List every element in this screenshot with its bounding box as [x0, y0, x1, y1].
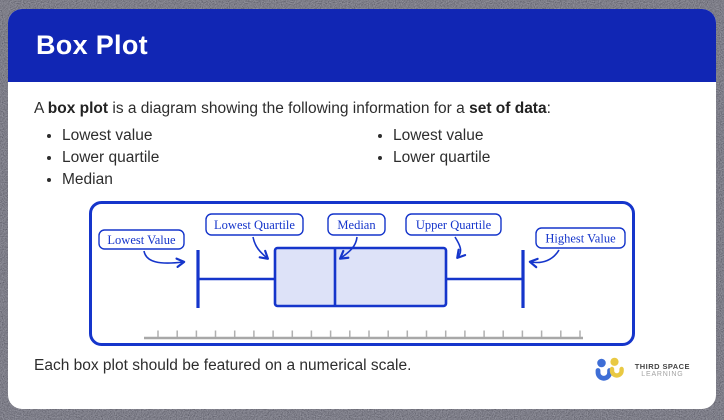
intro-bold-box-plot: box plot: [47, 100, 109, 117]
list-item: Lower quartile: [62, 147, 338, 169]
label-lowest-quartile-text: Lowest Quartile: [214, 218, 295, 232]
page-header: Box Plot: [8, 9, 716, 82]
box-plot-diagram-svg: Lowest Value Lowest Quartile Median Uppe…: [89, 201, 635, 347]
content-card: Box Plot A box plot is a diagram showing…: [8, 9, 716, 409]
label-highest-value-text: Highest Value: [545, 232, 616, 246]
label-upper-quartile-text: Upper Quartile: [416, 218, 492, 232]
arrow-highest-value: [528, 249, 560, 269]
arrow-lowest-quartile: [252, 237, 269, 261]
intro-part2: is a diagram showing the following infor…: [108, 100, 470, 117]
logo-line1: THIRD SPACE: [634, 361, 690, 371]
intro-paragraph: A box plot is a diagram showing the foll…: [34, 99, 690, 118]
box: [273, 247, 448, 308]
intro-bold-set-of-data: set of data: [469, 100, 547, 117]
arrow-lowest-value: [143, 251, 186, 269]
logo-mark-icon: [595, 357, 624, 381]
bullet-list-right: Lowest value Lower quartile: [338, 125, 490, 191]
label-upper-quartile: Upper Quartile: [405, 213, 502, 237]
label-lowest-quartile: Lowest Quartile: [205, 213, 304, 237]
footer-note: Each box plot should be featured on a nu…: [34, 357, 412, 375]
arrow-upper-quartile: [454, 236, 467, 260]
intro-part1: A: [34, 100, 48, 117]
arrow-median: [338, 237, 358, 261]
box-plot-diagram: Lowest Value Lowest Quartile Median Uppe…: [89, 201, 635, 347]
bullet-lists: Lowest value Lower quartile Median Lowes…: [8, 125, 716, 191]
label-median: Median: [327, 213, 386, 237]
list-item: Lowest value: [393, 125, 490, 147]
label-lowest-value: Lowest Value: [98, 229, 185, 251]
scale-ticks: [157, 330, 581, 338]
third-space-learning-logo: THIRD SPACE LEARNING: [594, 357, 690, 385]
label-lowest-value-text: Lowest Value: [107, 233, 176, 247]
page-title: Box Plot: [36, 30, 148, 60]
logo-text: THIRD SPACE LEARNING: [635, 362, 690, 380]
list-item: Median: [62, 169, 338, 191]
list-item: Lower quartile: [393, 147, 490, 169]
intro-part3: :: [546, 100, 551, 117]
label-highest-value: Highest Value: [535, 227, 626, 250]
bullet-list-left: Lowest value Lower quartile Median: [8, 125, 338, 191]
logo-line2: LEARNING: [641, 371, 684, 379]
label-median-text: Median: [337, 218, 376, 232]
list-item: Lowest value: [62, 125, 338, 147]
